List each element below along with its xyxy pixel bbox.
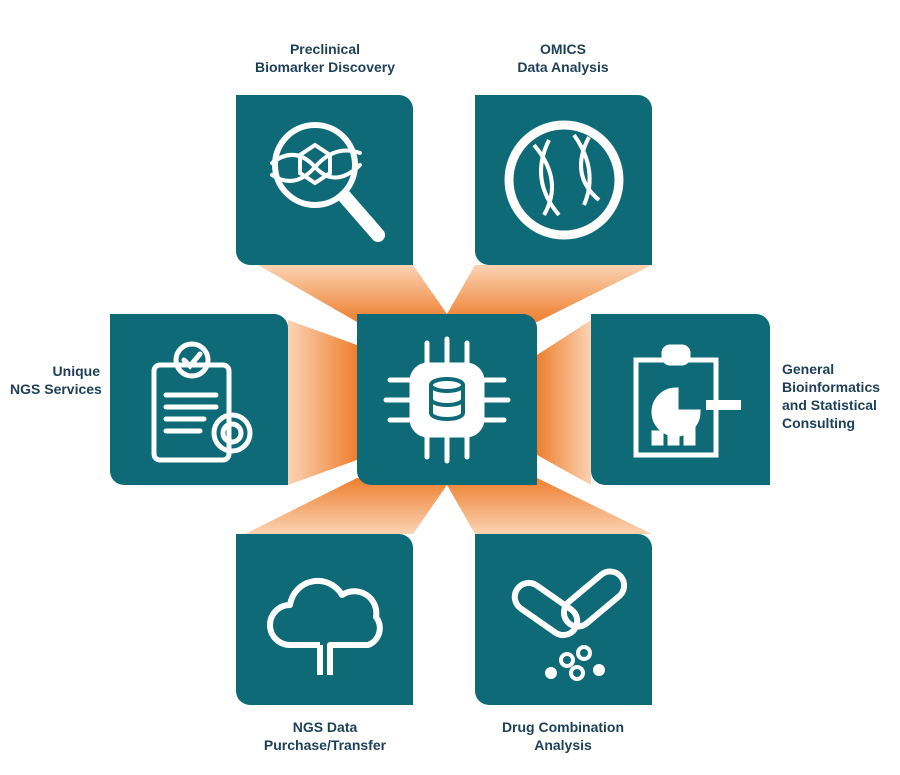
label-line: Bioinformatics bbox=[782, 379, 881, 395]
label-line: and Statistical bbox=[782, 397, 877, 413]
certificate-lightbulb-icon bbox=[151, 341, 253, 462]
connector-bottom-right bbox=[447, 478, 652, 534]
label-line: Analysis bbox=[534, 737, 592, 753]
label-line: Consulting bbox=[782, 415, 856, 431]
label-unique-ngs-services: Unique NGS Services bbox=[10, 362, 102, 398]
label-ngs-data-purchase-transfer: NGS Data Purchase/Transfer bbox=[240, 718, 410, 754]
database-circuit-icon bbox=[383, 336, 511, 463]
label-line: Purchase/Transfer bbox=[263, 737, 387, 753]
clipboard-chart-icon bbox=[633, 344, 741, 457]
cloud-icon bbox=[266, 577, 383, 675]
connector-top-left bbox=[258, 265, 447, 322]
label-line: Unique bbox=[52, 363, 100, 379]
label-general-bioinformatics: General Bioinformatics and Statistical C… bbox=[782, 360, 880, 432]
tile-unique-ngs-services bbox=[110, 314, 288, 485]
label-line: Drug Combination bbox=[501, 719, 625, 735]
pills-icon bbox=[511, 568, 627, 681]
tile-preclinical-biomarker-discovery bbox=[236, 95, 413, 265]
magnifier-dna-icon bbox=[269, 122, 385, 242]
label-omics-data-analysis: OMICS Data Analysis bbox=[478, 40, 648, 76]
tile-omics-data-analysis bbox=[475, 95, 652, 265]
label-line: General bbox=[782, 361, 835, 377]
label-preclinical-biomarker-discovery: Preclinical Biomarker Discovery bbox=[240, 40, 410, 76]
connector-bottom-left bbox=[245, 478, 447, 534]
tile-general-bioinformatics bbox=[591, 314, 770, 485]
label-line: OMICS bbox=[540, 41, 586, 57]
label-drug-combination-analysis: Drug Combination Analysis bbox=[478, 718, 648, 754]
label-line: Preclinical bbox=[289, 41, 361, 57]
connector-right bbox=[537, 320, 591, 485]
connector-top-right bbox=[447, 265, 652, 322]
label-line: NGS Data bbox=[292, 719, 358, 735]
label-line: Data Analysis bbox=[517, 59, 609, 75]
dna-circle-icon bbox=[504, 120, 623, 240]
tile-center-data-hub bbox=[357, 314, 537, 485]
connector-left bbox=[288, 320, 357, 485]
label-line: Biomarker Discovery bbox=[254, 59, 396, 75]
tile-ngs-data-purchase-transfer bbox=[236, 534, 413, 705]
tile-drug-combination-analysis bbox=[475, 534, 652, 705]
label-line: NGS Services bbox=[10, 381, 102, 397]
